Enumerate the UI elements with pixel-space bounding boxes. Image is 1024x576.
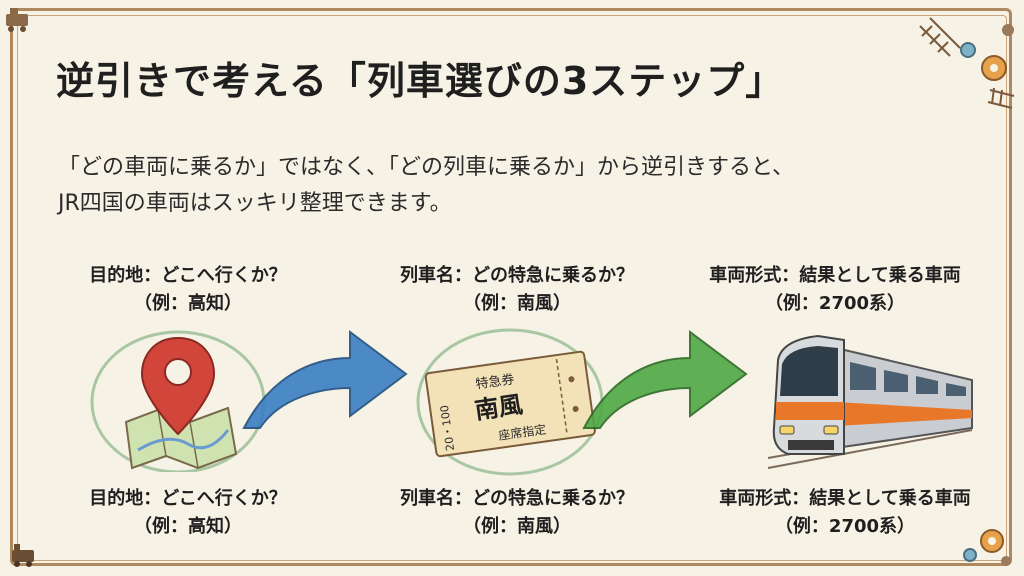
step-1-label-bottom: 目的地：どこへ行くか？ (89, 488, 287, 509)
step-2-caption-bottom: 列車名：どの特急に乗るか？ （例：南風） (372, 485, 662, 541)
step-2-example-bottom: （例：南風） (463, 516, 571, 537)
ticket-seat: 座席指定 (497, 421, 547, 443)
arrow-right-icon (582, 330, 748, 429)
corner-train-icon (6, 8, 28, 32)
step-3-example: （例：2700系） (764, 293, 906, 314)
ticket-name: 南風 (473, 390, 524, 424)
step-1-label: 目的地：どこへ行くか？ (89, 265, 287, 286)
step-1-caption-bottom: 目的地：どこへ行くか？ （例：高知） (58, 485, 318, 541)
intro-line-2: JR四国の車両はスッキリ整理できます。 (58, 191, 452, 216)
step-3-label: 車両形式：結果として乗る車両 (709, 265, 961, 286)
intro-text: 「どの車両に乗るか」ではなく、「どの列車に乗るか」から逆引きすると、 JR四国の… (58, 150, 794, 222)
slide-frame-inner (17, 15, 1007, 561)
step-1-caption-top: 目的地：どこへ行くか？ （例：高知） (58, 262, 318, 318)
step-3-caption-top: 車両形式：結果として乗る車両 （例：2700系） (680, 262, 990, 318)
step-3-caption-bottom: 車両形式：結果として乗る車両 （例：2700系） (690, 485, 1000, 541)
step-3-label-bottom: 車両形式：結果として乗る車両 (719, 488, 971, 509)
step-2-label: 列車名：どの特急に乗るか？ (400, 265, 634, 286)
step-2-caption-top: 列車名：どの特急に乗るか？ （例：南風） (372, 262, 662, 318)
train-icon (767, 334, 973, 469)
ticket-heading: 特急券 (475, 371, 516, 392)
corner-gear-icon (963, 529, 1011, 566)
ticket-icon: 特急券 南風 座席指定 20・100 (416, 328, 604, 476)
page-title: 逆引きで考える「列車選びの3ステップ」 (56, 59, 785, 103)
slide-frame (10, 8, 1012, 566)
corner-locomotive-icon (12, 544, 34, 567)
step-2-example: （例：南風） (463, 293, 571, 314)
arrow-right-icon (242, 330, 408, 429)
step-3-example-bottom: （例：2700系） (774, 516, 916, 537)
corner-gears-icon (919, 17, 1015, 109)
intro-line-1: 「どの車両に乗るか」ではなく、「どの列車に乗るか」から逆引きすると、 (58, 155, 795, 180)
map-pin-icon (90, 330, 266, 472)
step-1-example: （例：高知） (134, 293, 242, 314)
step-1-example-bottom: （例：高知） (134, 516, 242, 537)
step-2-label-bottom: 列車名：どの特急に乗るか？ (400, 488, 634, 509)
ticket-number: 20・100 (438, 404, 457, 451)
